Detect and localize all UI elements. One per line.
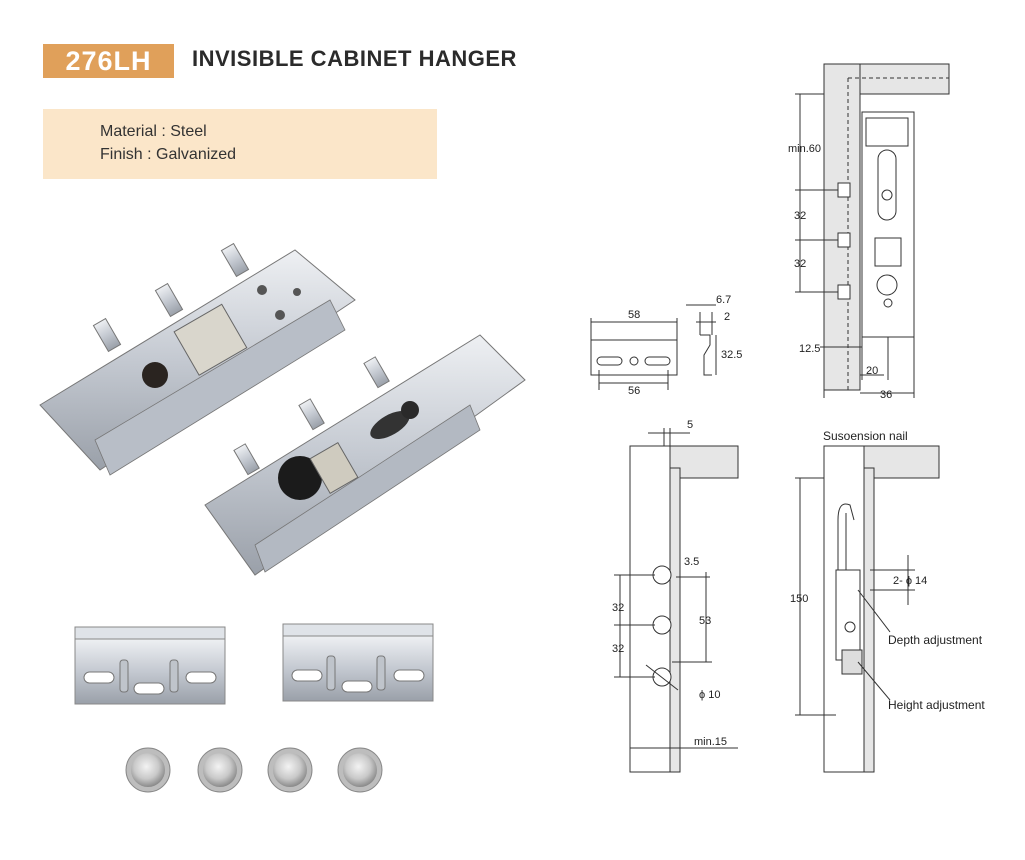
dim-53: 53: [699, 615, 711, 627]
model-code: 276LH: [65, 45, 152, 76]
dim-32-a: 32: [794, 210, 806, 222]
label-height-adjustment: Height adjustment: [888, 698, 985, 712]
dim-min60: min.60: [788, 143, 821, 155]
mounting-plate-1: [74, 626, 226, 705]
hanger-photo-left: [39, 242, 356, 476]
dim-150: 150: [790, 593, 808, 605]
finish-line: Finish : Galvanized: [100, 146, 237, 163]
label-depth-adjustment: Depth adjustment: [888, 633, 983, 647]
dim-32-left-b: 32: [612, 643, 624, 655]
dim-2: 2: [724, 311, 730, 323]
dim-phi10: ϕ 10: [699, 689, 720, 701]
dim-5: 5: [687, 419, 693, 431]
dim-12-5: 12.5: [799, 343, 820, 355]
dim-32-b: 32: [794, 258, 806, 270]
dim-32-left-a: 32: [612, 602, 624, 614]
hanger-photo-right: [204, 334, 526, 576]
product-title: INVISIBLE CABINET HANGER: [192, 46, 517, 71]
dim-58: 58: [628, 309, 640, 321]
cover-caps: [125, 747, 383, 793]
material-line: Material : Steel: [100, 123, 207, 140]
dim-32-5: 32.5: [721, 349, 742, 361]
drawing-right-title: Susoension nail: [823, 429, 908, 443]
drawing-bottom-left: [614, 428, 739, 773]
dim-2-phi14: 2- ϕ 14: [893, 575, 927, 587]
drawing-top-right: [795, 63, 950, 398]
spec-box: Material : Steel Finish : Galvanized: [43, 109, 437, 179]
mounting-plate-2: [282, 623, 434, 702]
drawing-bracket: [590, 304, 717, 390]
dim-min15: min.15: [694, 736, 727, 748]
dim-36: 36: [880, 389, 892, 401]
dim-6-7: 6.7: [716, 294, 731, 306]
model-badge: 276LH: [43, 44, 174, 78]
dim-3-5: 3.5: [684, 556, 699, 568]
dim-56: 56: [628, 385, 640, 397]
dim-20: 20: [866, 365, 878, 377]
drawing-bottom-right: [795, 445, 940, 773]
